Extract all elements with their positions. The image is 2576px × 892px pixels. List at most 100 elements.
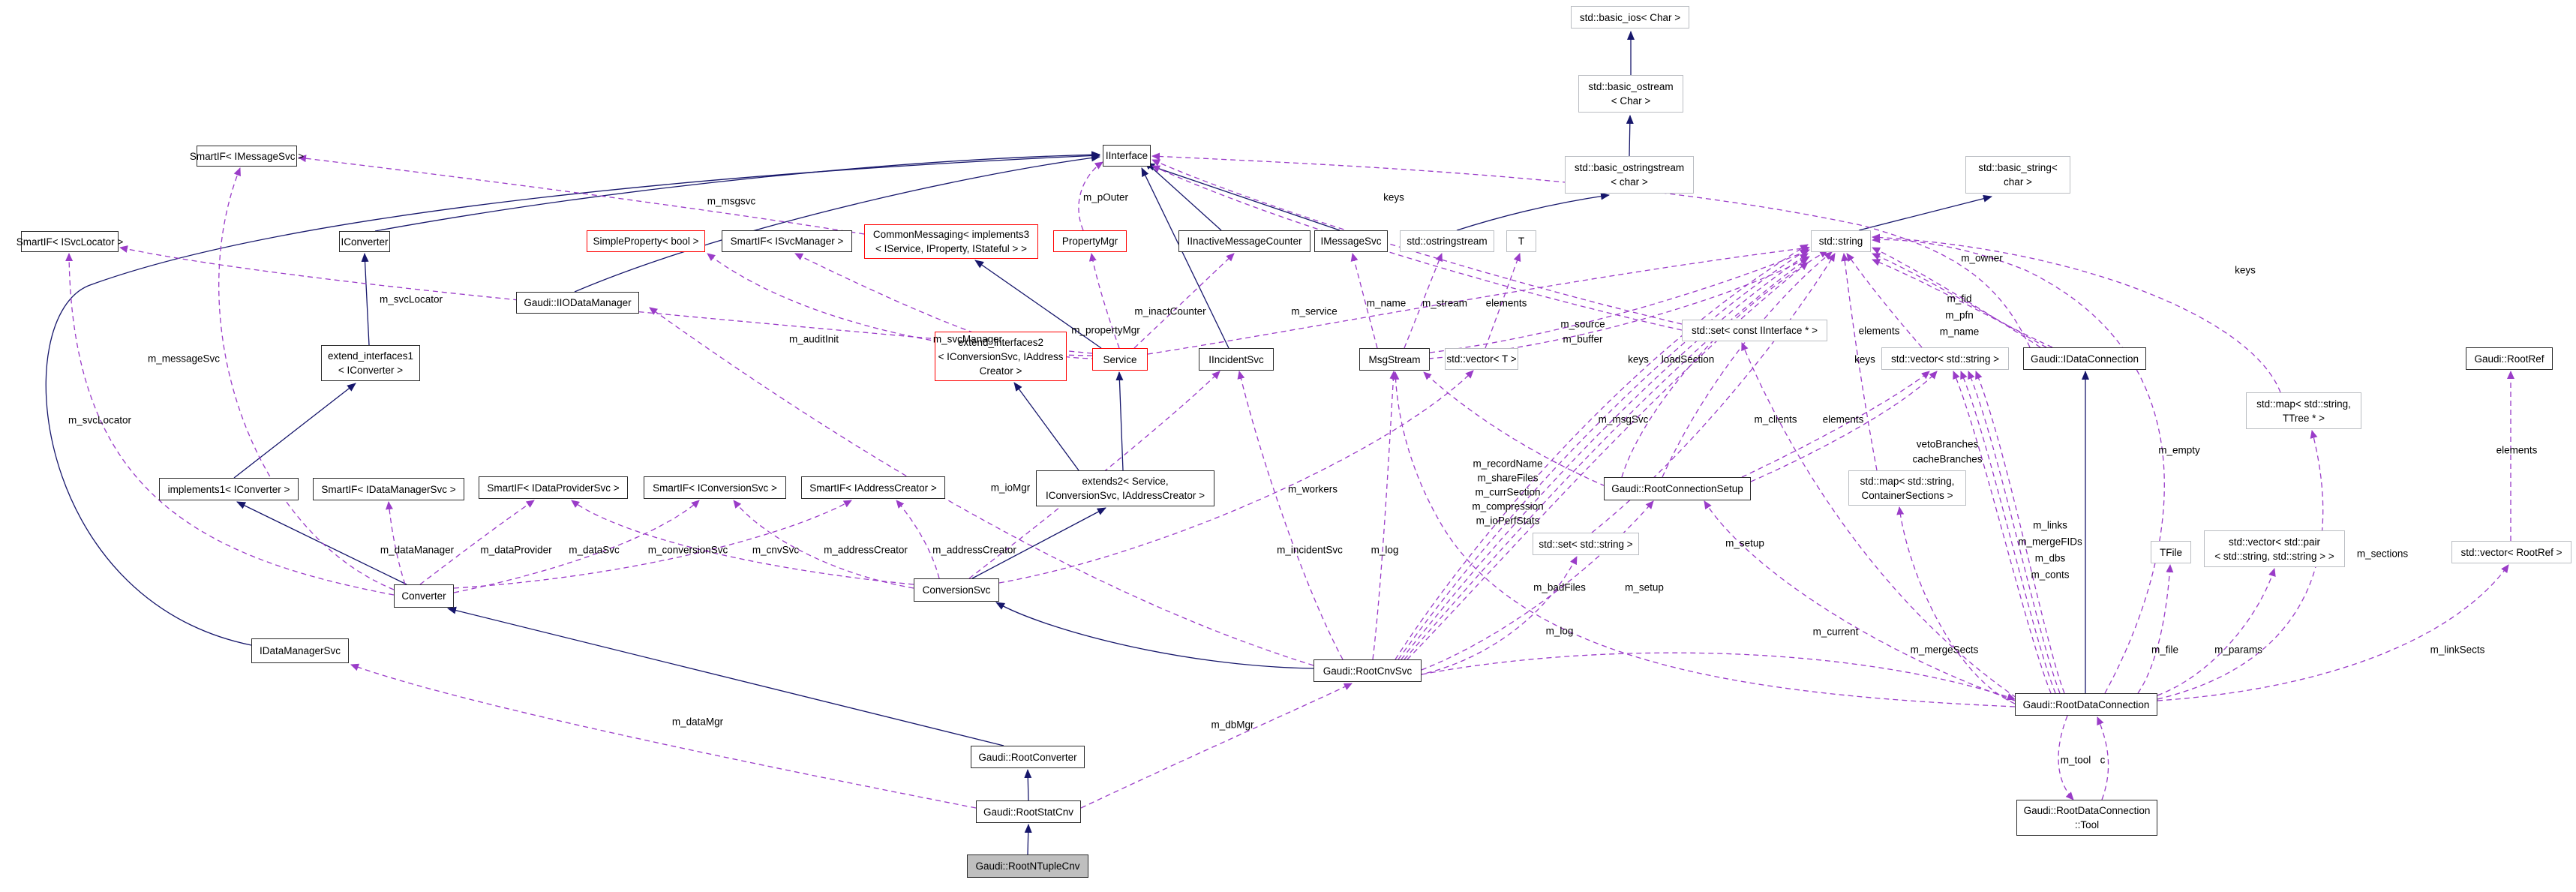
node-t[interactable]: T xyxy=(1506,230,1536,252)
node-iiodatamanager[interactable]: Gaudi::IIODataManager xyxy=(516,292,639,314)
node-std-set-iinterface[interactable]: std::set< const IInterface * > xyxy=(1682,320,1827,341)
node-std-vector-t[interactable]: std::vector< T > xyxy=(1445,348,1518,370)
node-idatamanagersvc[interactable]: IDataManagerSvc xyxy=(251,638,349,663)
node-root-data-connection-tool[interactable]: Gaudi::RootDataConnection::Tool xyxy=(2016,800,2157,836)
usage-edge-35 xyxy=(1429,249,1810,353)
edge-label-m_ioPerfStats: m_ioPerfStats xyxy=(1476,515,1540,527)
usage-edge-52 xyxy=(1398,248,1809,660)
inheritance-edge-13 xyxy=(447,606,1004,746)
node-extend-interfaces2[interactable]: extend_interfaces2< IConversionSvc, IAdd… xyxy=(935,332,1067,381)
node-smartif-iconversionsvc[interactable]: SmartIF< IConversionSvc > xyxy=(644,476,786,499)
node-std-ostringstream[interactable]: std::ostringstream xyxy=(1400,230,1494,252)
node-label: SimpleProperty< bool > xyxy=(593,236,699,247)
usage-edge-60 xyxy=(1662,251,1833,478)
node-label: char > xyxy=(2004,176,2032,188)
node-smartif-isvcmanager[interactable]: SmartIF< ISvcManager > xyxy=(722,230,852,252)
usage-edge-46 xyxy=(649,307,1314,666)
node-implements1[interactable]: implements1< IConverter > xyxy=(159,478,299,500)
node-iinactivemessagecounter[interactable]: IInactiveMessageCounter xyxy=(1178,230,1311,252)
edge-label-m_currSection: m_currSection xyxy=(1475,486,1541,498)
node-extend-interfaces1[interactable]: extend_interfaces1< IConverter > xyxy=(321,345,420,381)
edge-label-m_pOuter: m_pOuter xyxy=(1082,191,1129,203)
node-label: < char > xyxy=(1611,176,1648,188)
node-basic-ostringstream[interactable]: std::basic_ostringstream< char > xyxy=(1565,156,1694,194)
node-label: std::basic_ostream xyxy=(1588,81,1674,92)
edge-label-elements: elements xyxy=(1822,413,1864,425)
usage-edge-53 xyxy=(1401,253,1809,660)
edge-label-elements: elements xyxy=(1858,325,1900,337)
node-msgstream[interactable]: MsgStream xyxy=(1359,348,1430,371)
usage-edge-61 xyxy=(1621,250,1828,478)
node-root-converter[interactable]: Gaudi::RootConverter xyxy=(971,746,1085,768)
node-service[interactable]: Service xyxy=(1092,348,1148,371)
edge-label-m_setup: m_setup xyxy=(1625,581,1664,593)
node-root-cnvsvc[interactable]: Gaudi::RootCnvSvc xyxy=(1314,659,1422,682)
node-std-vector-string[interactable]: std::vector< std::string > xyxy=(1881,347,2009,370)
inheritance-edge-6 xyxy=(233,383,356,479)
node-basic-ios[interactable]: std::basic_ios< Char > xyxy=(1571,6,1689,29)
edge-label-m_addressCreator: m_addressCreator xyxy=(824,544,908,556)
edge-label-m_tool: m_tool xyxy=(2060,754,2091,766)
edge-label-m_svcLocator: m_svcLocator xyxy=(68,414,132,426)
node-converter[interactable]: Converter xyxy=(394,584,454,608)
node-std-vector-pair[interactable]: std::vector< std::pair< std::string, std… xyxy=(2204,530,2345,567)
node-label: IMessageSvc xyxy=(1320,236,1382,247)
node-imessagesvc[interactable]: IMessageSvc xyxy=(1314,230,1388,252)
node-root-statcnv[interactable]: Gaudi::RootStatCnv xyxy=(976,800,1081,823)
node-label: Gaudi::RootConnectionSetup xyxy=(1611,483,1743,494)
node-root-ntuplecnv[interactable]: Gaudi::RootNTupleCnv xyxy=(967,854,1088,878)
usage-edge-31 xyxy=(1350,253,1378,349)
usage-edge-69 xyxy=(1960,371,2056,694)
edge-label-m_mergeSects: m_mergeSects xyxy=(1910,644,1979,656)
node-smartif-imessagesvc[interactable]: SmartIF< IMessageSvc > xyxy=(190,146,304,167)
edge-label-m_params: m_params xyxy=(2214,644,2262,656)
node-conversionsvc[interactable]: ConversionSvc xyxy=(914,578,999,602)
node-root-connection-setup[interactable]: Gaudi::RootConnectionSetup xyxy=(1604,477,1751,500)
node-label: SmartIF< IAddressCreator > xyxy=(809,482,937,494)
node-iconverter[interactable]: IConverter xyxy=(339,231,390,252)
edge-label-m_dbMgr: m_dbMgr xyxy=(1211,719,1254,731)
node-smartif-idatamanagersvc[interactable]: SmartIF< IDataManagerSvc > xyxy=(313,478,464,500)
edge-label-m_service: m_service xyxy=(1291,305,1338,317)
edge-label-m_linkSects: m_linkSects xyxy=(2430,644,2485,656)
node-basic-ostream[interactable]: std::basic_ostream< Char > xyxy=(1578,75,1683,113)
node-smartif-isvclocator[interactable]: SmartIF< ISvcLocator > xyxy=(17,231,123,252)
node-std-string[interactable]: std::string xyxy=(1811,230,1871,252)
edge-label-m_dataManager: m_dataManager xyxy=(380,544,455,556)
inheritance-edge-3 xyxy=(1858,194,1992,231)
node-tfile[interactable]: TFile xyxy=(2151,541,2191,563)
node-idataconnection[interactable]: Gaudi::IDataConnection xyxy=(2023,347,2146,370)
node-iinterface[interactable]: IInterface xyxy=(1103,145,1151,167)
node-iincidentsvc[interactable]: IIncidentSvc xyxy=(1199,348,1274,371)
edge-label-m_ioMgr: m_ioMgr xyxy=(990,482,1031,494)
node-simpleproperty-bool[interactable]: SimpleProperty< bool > xyxy=(587,230,705,252)
node-rootref[interactable]: Gaudi::RootRef xyxy=(2466,347,2553,370)
node-std-vector-rootref[interactable]: std::vector< RootRef > xyxy=(2451,541,2571,563)
usage-edge-62 xyxy=(1741,342,2017,698)
node-smartif-idataprovidersvc[interactable]: SmartIF< IDataProviderSvc > xyxy=(479,476,628,499)
usage-edge-68 xyxy=(1953,371,2052,694)
node-root-data-connection[interactable]: Gaudi::RootDataConnection xyxy=(2015,693,2157,716)
node-propertymgr[interactable]: PropertyMgr xyxy=(1053,230,1127,252)
node-basic-string[interactable]: std::basic_string<char > xyxy=(1965,156,2070,194)
usage-edge-37 xyxy=(218,167,395,590)
usage-edge-56 xyxy=(1423,371,1606,487)
node-commonmessaging[interactable]: CommonMessaging< implements3< IService, … xyxy=(864,224,1038,259)
edge-label-m_owner: m_owner xyxy=(1961,252,2003,264)
node-std-set-string[interactable]: std::set< std::string > xyxy=(1533,533,1639,555)
edge-label-m_workers: m_workers xyxy=(1287,483,1338,495)
edge-label-m_pfn: m_pfn xyxy=(1945,309,1974,321)
node-std-map-containersections[interactable]: std::map< std::string,ContainerSections … xyxy=(1848,470,1966,506)
edge-label-m_recordName: m_recordName xyxy=(1473,458,1543,470)
node-label: Gaudi::RootCnvSvc xyxy=(1323,665,1413,677)
usage-edge-82 xyxy=(1080,683,1353,809)
node-label: IConversionSvc, IAddressCreator > xyxy=(1046,490,1205,501)
node-label: std::map< std::string, xyxy=(1860,475,1955,487)
node-std-map-ttree[interactable]: std::map< std::string,TTree * > xyxy=(2246,392,2361,429)
usage-edge-81 xyxy=(350,663,977,809)
inheritance-edge-12 xyxy=(995,602,1314,669)
edge-label-m_auditInit: m_auditInit xyxy=(788,333,839,345)
node-smartif-iaddresscreator[interactable]: SmartIF< IAddressCreator > xyxy=(801,476,945,499)
node-extends2[interactable]: extends2< Service,IConversionSvc, IAddre… xyxy=(1036,470,1214,506)
